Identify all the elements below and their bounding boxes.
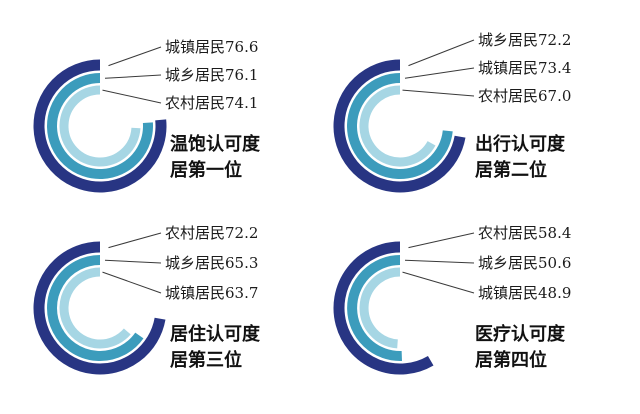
leader-line-4-2 — [404, 259, 475, 264]
panel-title-4-line-2: 居第四位 — [475, 349, 547, 371]
ring-label-2-1: 城乡居民72.2 — [478, 31, 571, 49]
ring-label-4-2: 城乡居民50.6 — [478, 254, 571, 272]
ring-label-4-3: 城镇居民48.9 — [478, 284, 571, 302]
panel-title-1-line-2: 居第一位 — [170, 159, 242, 181]
ring-label-3-3: 城镇居民63.7 — [165, 284, 258, 302]
ring-arc-4-1 — [333, 241, 434, 375]
leader-line-4-3 — [402, 271, 475, 294]
panel-title-2-line-1: 出行认可度 — [475, 133, 566, 155]
ring-label-2-3: 农村居民67.0 — [478, 87, 571, 105]
ring-label-1-1: 城镇居民76.6 — [165, 38, 258, 56]
leader-line-1-1 — [108, 46, 162, 67]
ring-arc-4-2 — [347, 255, 402, 361]
leader-line-2-3 — [402, 89, 475, 97]
leader-line-1-2 — [104, 74, 162, 79]
ring-arc-1-1 — [33, 59, 167, 193]
leader-line-2-1 — [408, 39, 475, 67]
ring-arc-2-3 — [359, 85, 436, 167]
ring-label-4-1: 农村居民58.4 — [478, 224, 571, 242]
panel-title-4-line-1: 医疗认可度 — [475, 323, 566, 345]
panel-title-1-line-1: 温饱认可度 — [170, 133, 261, 155]
leader-line-3-1 — [108, 232, 162, 249]
ring-arc-3-1 — [33, 241, 166, 375]
ring-arc-3-2 — [47, 255, 144, 361]
ring-arc-2-1 — [333, 59, 466, 193]
ring-label-2-2: 城镇居民73.4 — [478, 59, 571, 77]
leader-line-3-3 — [102, 271, 162, 294]
leader-line-3-2 — [104, 259, 162, 264]
ring-arc-4-3 — [359, 267, 401, 349]
ring-label-3-1: 农村居民72.2 — [165, 224, 258, 242]
ring-arc-1-2 — [47, 73, 153, 179]
ring-label-1-2: 城乡居民76.1 — [165, 66, 258, 84]
leader-line-2-2 — [404, 67, 475, 79]
panel-title-3-line-2: 居第三位 — [170, 349, 242, 371]
leader-line-1-3 — [102, 89, 162, 104]
ring-arc-1-3 — [59, 85, 141, 167]
leader-line-4-1 — [408, 232, 475, 249]
panel-title-2-line-2: 居第二位 — [475, 159, 547, 181]
panel-title-3-line-1: 居住认可度 — [170, 323, 261, 345]
ring-arc-2-2 — [347, 73, 453, 179]
ring-label-1-3: 农村居民74.1 — [165, 94, 258, 112]
ring-arc-3-3 — [59, 267, 131, 349]
ring-label-3-2: 城乡居民65.3 — [165, 254, 258, 272]
